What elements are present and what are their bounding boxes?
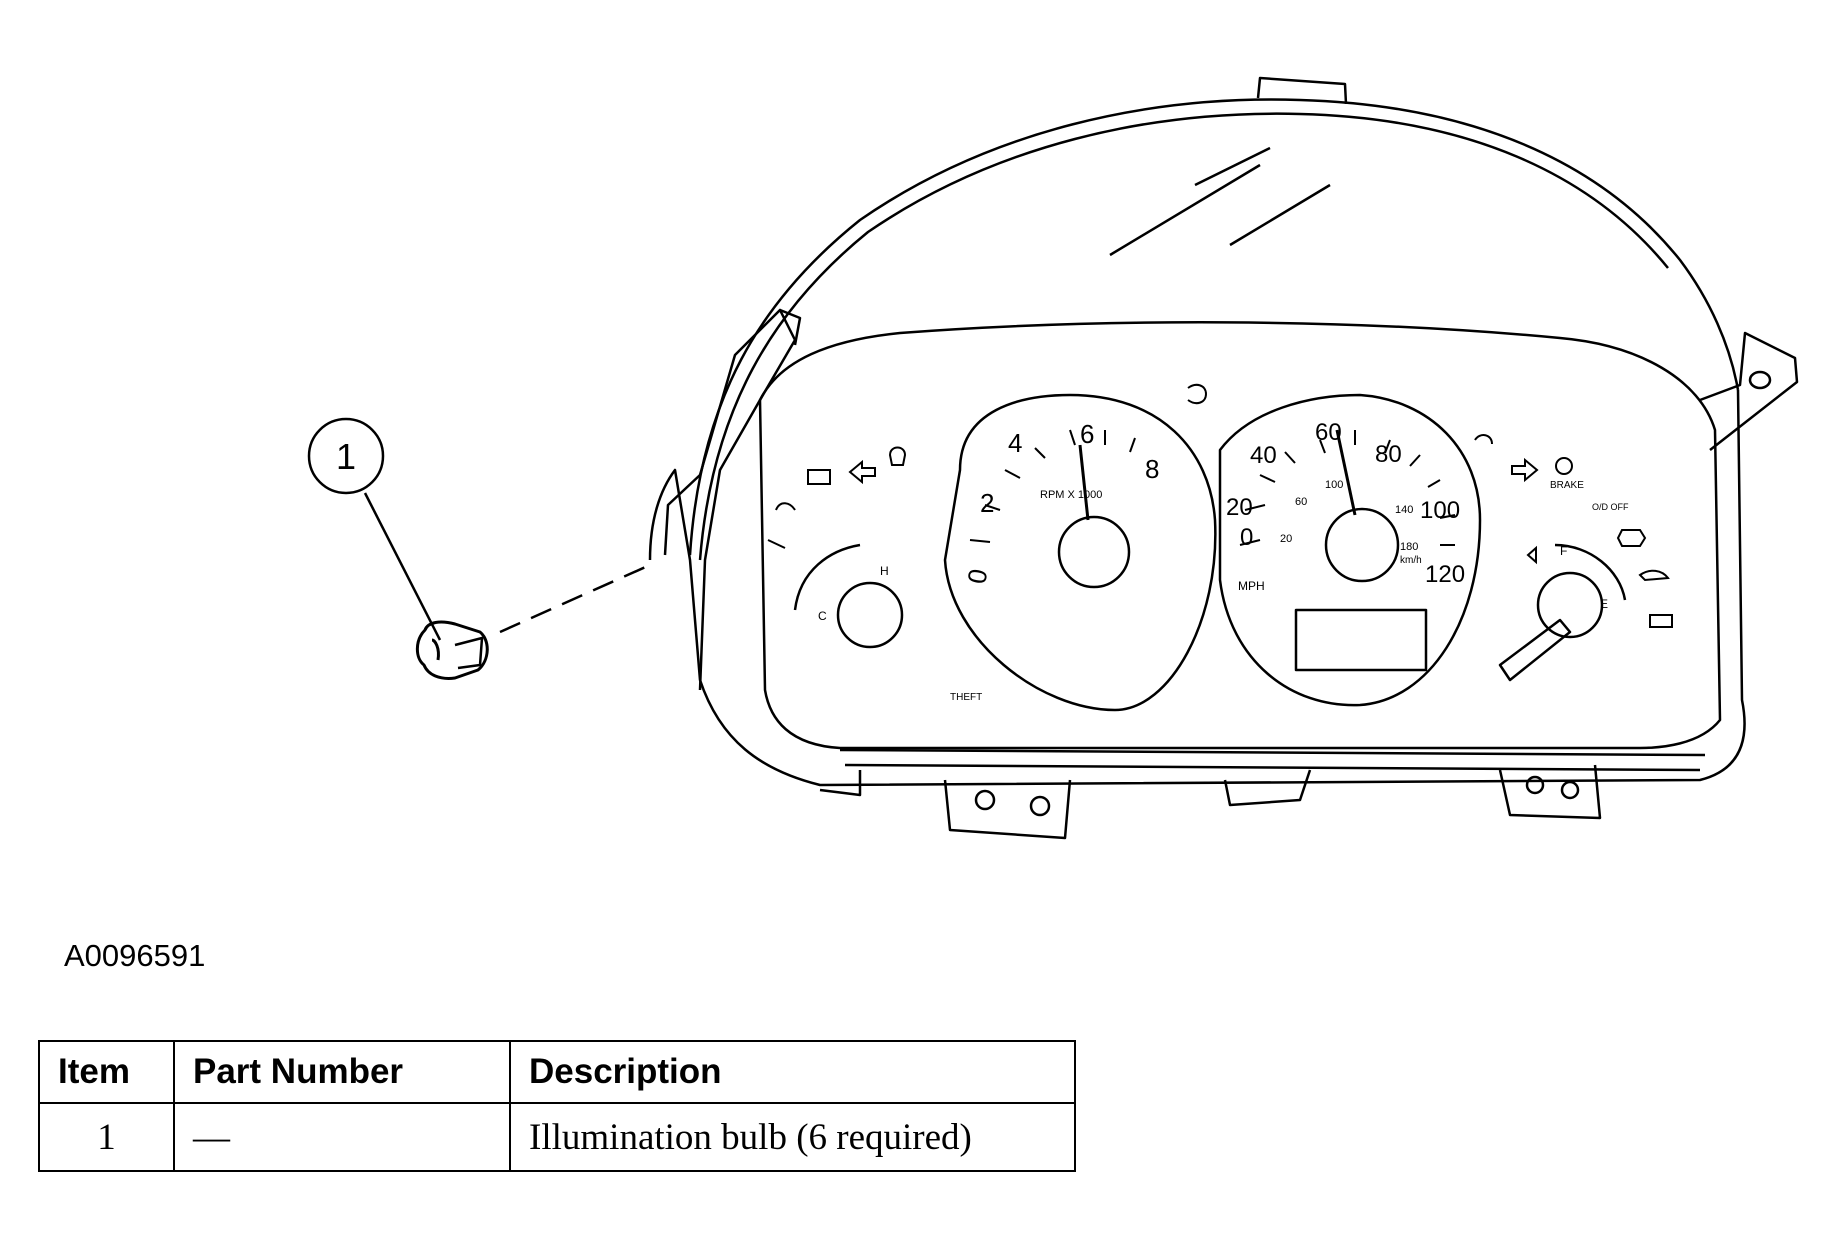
bottom-clip-3 xyxy=(1223,769,1312,807)
header-part-number: Part Number xyxy=(173,1040,511,1104)
traction-control-icon xyxy=(775,502,796,511)
fuel-gauge-hub xyxy=(1536,571,1604,639)
temp-gauge-hub xyxy=(836,581,904,649)
temp-gauge-arc xyxy=(793,543,861,611)
table-row: 1 — Illumination bulb (6 required) xyxy=(38,1102,1076,1172)
bottom-clip-1 xyxy=(819,770,862,797)
theft-label: THEFT xyxy=(950,692,982,703)
cluster-housing xyxy=(648,389,1746,787)
tach-0: 0 xyxy=(961,567,993,586)
callout-circle xyxy=(307,417,385,495)
speedo-kmh-180: 180 xyxy=(1400,541,1418,553)
instrument-cluster-illustration: 1 0 2 4 6 8 RPM X 1000 0 20 40 60 80 100… xyxy=(307,76,1799,840)
speedometer-bezel xyxy=(1218,393,1482,707)
tach-2: 2 xyxy=(980,488,994,518)
tach-needle xyxy=(1078,444,1090,521)
cell-description: Illumination bulb (6 required) xyxy=(509,1102,1076,1172)
speedo-unit-kmh: km/h xyxy=(1400,555,1422,566)
fuel-needle xyxy=(1498,618,1572,682)
tach-4: 4 xyxy=(1008,428,1022,458)
temp-low-label: C xyxy=(818,609,827,623)
turn-left-arrow-icon xyxy=(848,459,876,485)
battery-warning-icon xyxy=(807,469,831,485)
speedo-80: 80 xyxy=(1375,441,1402,468)
speedo-20: 20 xyxy=(1226,494,1253,521)
speedo-100: 100 xyxy=(1420,497,1460,524)
od-off-label: O/D OFF xyxy=(1592,502,1629,512)
speedo-40: 40 xyxy=(1250,442,1277,469)
face-plate xyxy=(758,321,1722,750)
speedo-kmh-20: 20 xyxy=(1280,533,1292,545)
bottom-clip-4 xyxy=(1498,764,1602,820)
speedo-kmh-60: 60 xyxy=(1295,496,1307,508)
check-engine-icon xyxy=(1616,529,1647,547)
left-side-housing xyxy=(663,308,797,691)
bottom-clip-2 xyxy=(943,779,1072,840)
tach-ticks xyxy=(969,429,1136,543)
fuel-full-label: F xyxy=(1560,544,1567,558)
speedo-needle xyxy=(1335,429,1357,516)
parts-table: Item Part Number Description 1 — Illumin… xyxy=(38,1040,1076,1172)
speedo-120: 120 xyxy=(1425,561,1465,588)
cell-part-number: — xyxy=(173,1102,511,1172)
cell-item: 1 xyxy=(38,1102,175,1172)
speedo-hub xyxy=(1324,507,1400,583)
tire-pressure-icon xyxy=(888,446,907,466)
speedo-kmh-100: 100 xyxy=(1325,479,1343,491)
right-mounting-ear xyxy=(1699,331,1799,451)
oil-pressure-icon xyxy=(1638,569,1670,582)
low-fuel-icon xyxy=(1526,545,1537,565)
airbag-icon xyxy=(767,539,786,549)
brake-warning-icon xyxy=(1555,457,1573,475)
charging-icon xyxy=(1649,614,1673,628)
right-ear-hole xyxy=(1748,370,1772,390)
speedo-kmh-140: 140 xyxy=(1395,504,1413,516)
headlamp-icon xyxy=(1187,383,1208,405)
temp-high-label: H xyxy=(880,564,889,578)
install-path-line xyxy=(499,563,651,634)
tach-6: 6 xyxy=(1080,419,1094,449)
callout-number: 1 xyxy=(336,436,356,477)
cluster-lens-hood xyxy=(688,98,1740,556)
tachometer-bezel xyxy=(943,393,1217,712)
illumination-bulb-icon xyxy=(415,620,489,680)
speedo-ticks xyxy=(1239,430,1456,546)
figure-id: A0096591 xyxy=(64,938,206,973)
header-item: Item xyxy=(38,1040,175,1104)
table-header-row: Item Part Number Description xyxy=(38,1040,1076,1104)
turn-right-arrow-icon xyxy=(1511,457,1539,483)
speedo-unit-mph: MPH xyxy=(1238,579,1265,593)
fuel-empty-label: E xyxy=(1600,597,1608,611)
tach-8: 8 xyxy=(1145,454,1159,484)
top-tab xyxy=(1256,76,1348,105)
tach-hub xyxy=(1057,515,1131,589)
cluster-lens-hood-inner xyxy=(698,112,1669,561)
odometer-display xyxy=(1294,608,1428,672)
cruise-icon xyxy=(1474,434,1493,445)
speedo-0: 0 xyxy=(1240,524,1253,551)
callout-leader xyxy=(363,492,442,641)
fuel-gauge-arc xyxy=(1554,543,1627,601)
speedo-60: 60 xyxy=(1315,419,1342,446)
tach-unit: RPM X 1000 xyxy=(1040,489,1102,501)
header-description: Description xyxy=(509,1040,1076,1104)
brake-label: BRAKE xyxy=(1550,480,1584,491)
